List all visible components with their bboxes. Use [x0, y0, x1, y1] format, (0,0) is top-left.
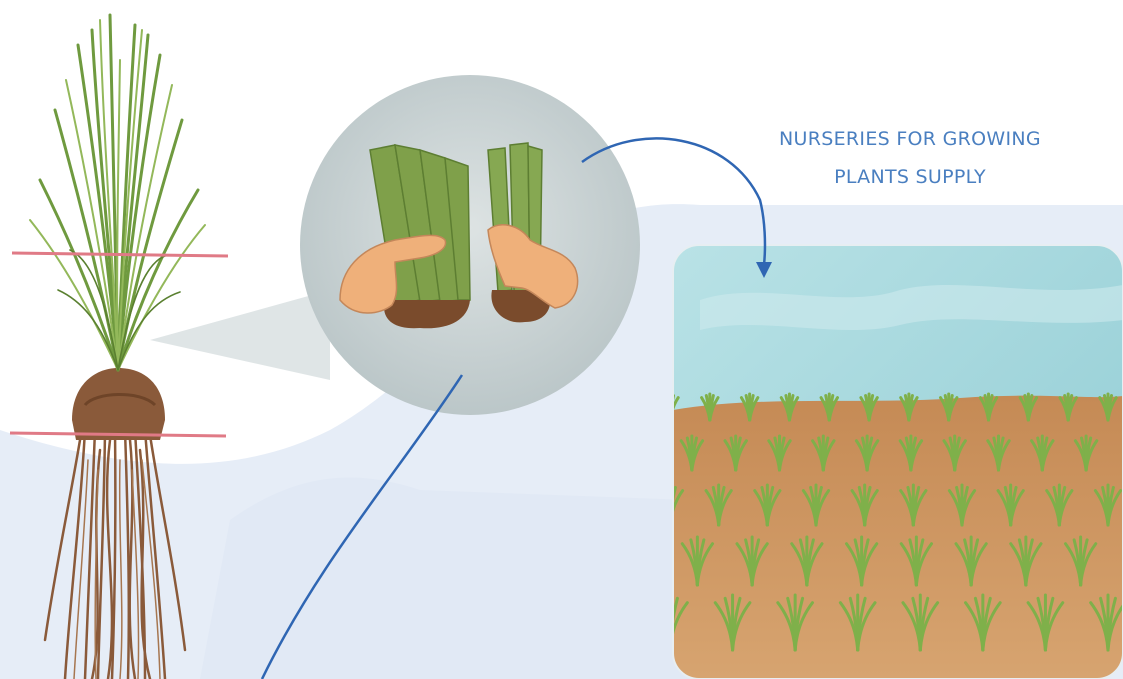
diagram-caption: NURSERIES FOR GROWING PLANTS SUPPLY [700, 120, 1120, 196]
nursery-field-icon [653, 245, 1123, 679]
caption-line-1: NURSERIES FOR GROWING [700, 120, 1120, 158]
zoom-callout-tail [150, 290, 330, 380]
background-blob-lower [200, 478, 690, 679]
caption-line-2: PLANTS SUPPLY [700, 158, 1120, 196]
cut-line-icon [12, 253, 228, 256]
hands-splitting-slips-icon [300, 75, 640, 415]
cut-line-icon [10, 433, 226, 436]
